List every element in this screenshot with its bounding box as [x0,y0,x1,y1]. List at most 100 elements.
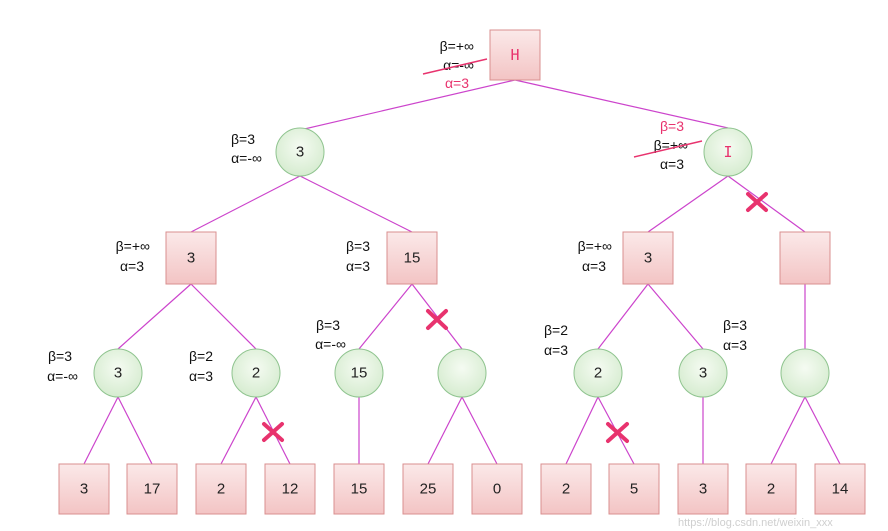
edge-N-L11 [770,396,806,465]
edges [83,79,841,465]
edge-A-C [299,175,413,233]
prune-marks [262,192,768,443]
leaf-node: 14 [814,463,866,515]
node-M-alpha: α=3 [723,337,747,353]
node-B-alpha: α=3 [120,258,144,274]
leaf-node: 2 [195,463,247,515]
node-H-label: H [510,46,519,64]
node-I-beta-new: β=3 [660,118,684,134]
node-F: 3 [93,348,143,398]
node-F-beta: β=3 [48,348,72,364]
leaf-label: 14 [832,481,849,498]
leaf-label: 17 [144,481,161,498]
node-F-alpha: α=-∞ [47,368,78,384]
node-A-alpha: α=-∞ [231,150,262,166]
leaf-nodes: 3 17 2 12 15 25 0 2 5 3 2 14 [58,463,866,515]
edge-I-E [727,175,806,233]
strike-H-alpha [422,58,488,75]
node-C-alpha: α=3 [346,258,370,274]
node-J-beta: β=3 [316,317,340,333]
node-M: 3 [678,348,728,398]
edge-K-L7 [461,396,498,465]
node-D-alpha: α=3 [582,258,606,274]
node-L-alpha: α=3 [544,342,568,358]
edge-H-A [299,79,516,131]
edge-C-K [411,283,463,350]
node-J-label: 15 [351,365,368,382]
node-G-label: 2 [252,365,260,382]
edge-I-D [647,175,729,233]
prune-mark-G-L4 [262,422,284,442]
node-I-beta-old: β=+∞ [654,137,688,153]
edge-H-I [514,79,729,129]
leaf-label: 3 [699,481,707,498]
leaf-node: 17 [126,463,178,515]
edge-F-L2 [117,396,153,465]
node-G-alpha: α=3 [189,368,213,384]
leaf-node: 5 [608,463,660,515]
edge-A-B [190,175,301,233]
node-J: 15 [334,348,384,398]
edge-D-M [647,283,704,350]
node-C-label: 15 [404,250,421,267]
node-A: 3 [275,127,325,177]
leaf-label: 2 [562,481,570,498]
leaf-label: 12 [282,481,299,498]
edge-C-J [358,283,413,350]
leaf-node: 3 [58,463,110,515]
prune-mark-C-K [426,309,448,330]
node-E [779,231,831,285]
leaf-label: 2 [767,481,775,498]
edge-B-F [117,283,192,350]
edge-D-L [597,283,649,350]
node-F-label: 3 [114,365,122,382]
node-H-beta: β=+∞ [440,38,474,54]
node-N [780,348,830,398]
leaf-node: 15 [333,463,385,515]
node-B: 3 [165,231,217,285]
leaf-node: 25 [402,463,454,515]
leaf-node: 12 [264,463,316,515]
node-L-label: 2 [594,365,602,382]
node-I-label: I [723,143,732,161]
leaf-label: 3 [80,481,88,498]
node-K [437,348,487,398]
node-L: 2 [573,348,623,398]
node-J-alpha: α=-∞ [315,336,346,352]
leaf-label: 25 [420,481,437,498]
node-G: 2 [231,348,281,398]
leaf-node: 2 [745,463,797,515]
node-B-label: 3 [187,250,195,267]
leaf-node: 0 [471,463,523,515]
node-A-label: 3 [296,144,304,161]
leaf-label: 5 [630,481,638,498]
leaf-label: 15 [351,481,368,498]
leaf-node: 2 [540,463,592,515]
watermark: https://blog.csdn.net/weixin_xxx [678,517,833,529]
node-C-beta: β=3 [346,238,370,254]
node-I: I [703,127,753,177]
leaf-label: 2 [217,481,225,498]
node-D-label: 3 [644,250,652,267]
edge-G-L3 [220,396,257,465]
node-L-beta: β=2 [544,322,568,338]
node-H-alpha: α=3 [445,75,469,91]
node-I-alpha: α=3 [660,156,684,172]
leaf-label: 0 [493,481,501,498]
node-M-beta: β=3 [723,317,747,333]
node-D-beta: β=+∞ [578,238,612,254]
node-A-beta: β=3 [231,131,255,147]
node-H: H [489,29,541,81]
leaf-node: 3 [677,463,729,515]
edge-N-L12 [804,396,841,465]
node-B-beta: β=+∞ [116,238,150,254]
edge-L-L8 [565,396,599,465]
prune-mark-L-L9 [606,422,629,443]
node-G-beta: β=2 [189,348,213,364]
prune-mark-I-E [746,192,768,212]
node-D: 3 [622,231,674,285]
edge-K-L6 [427,396,463,465]
node-M-label: 3 [699,365,707,382]
strike-I-beta [633,140,703,158]
